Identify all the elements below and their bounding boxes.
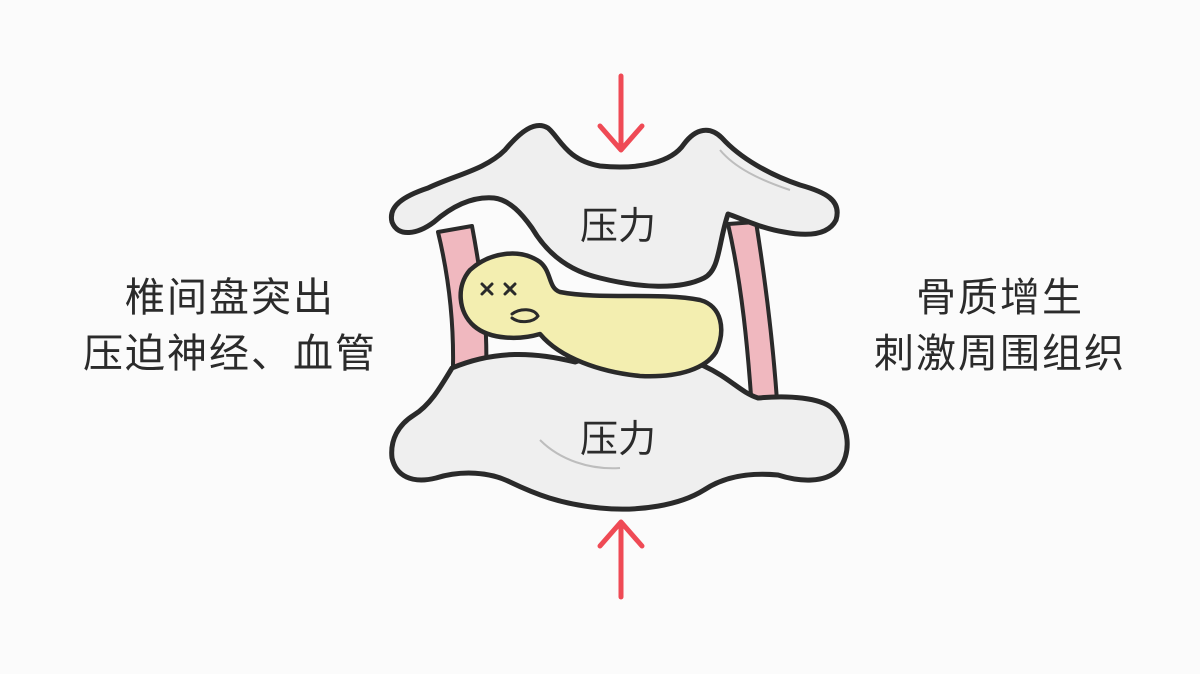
caption-line: 压迫神经、血管	[83, 331, 377, 377]
caption-line: 椎间盘突出	[125, 275, 335, 321]
disc-face-mouth	[510, 308, 540, 324]
disc-herniation-caption: 椎间盘突出 压迫神经、血管	[50, 270, 410, 382]
bone-spur-caption: 骨质增生 刺激周围组织	[830, 270, 1170, 382]
caption-line: 骨质增生	[916, 275, 1084, 321]
bottom-pressure-arrow	[597, 519, 645, 600]
disc-face-eye-right	[503, 282, 517, 296]
caption-line: 刺激周围组织	[874, 331, 1126, 377]
top-pressure-label: 压力	[579, 204, 656, 248]
disc-face-eye-left	[480, 282, 494, 296]
top-pressure-arrow	[597, 73, 645, 153]
top-vertebra	[388, 123, 840, 289]
intervertebral-disc	[458, 251, 724, 379]
bottom-vertebra-crease	[539, 439, 621, 470]
top-vertebra-crease	[719, 149, 791, 191]
bottom-pressure-label: 压力	[579, 417, 656, 461]
